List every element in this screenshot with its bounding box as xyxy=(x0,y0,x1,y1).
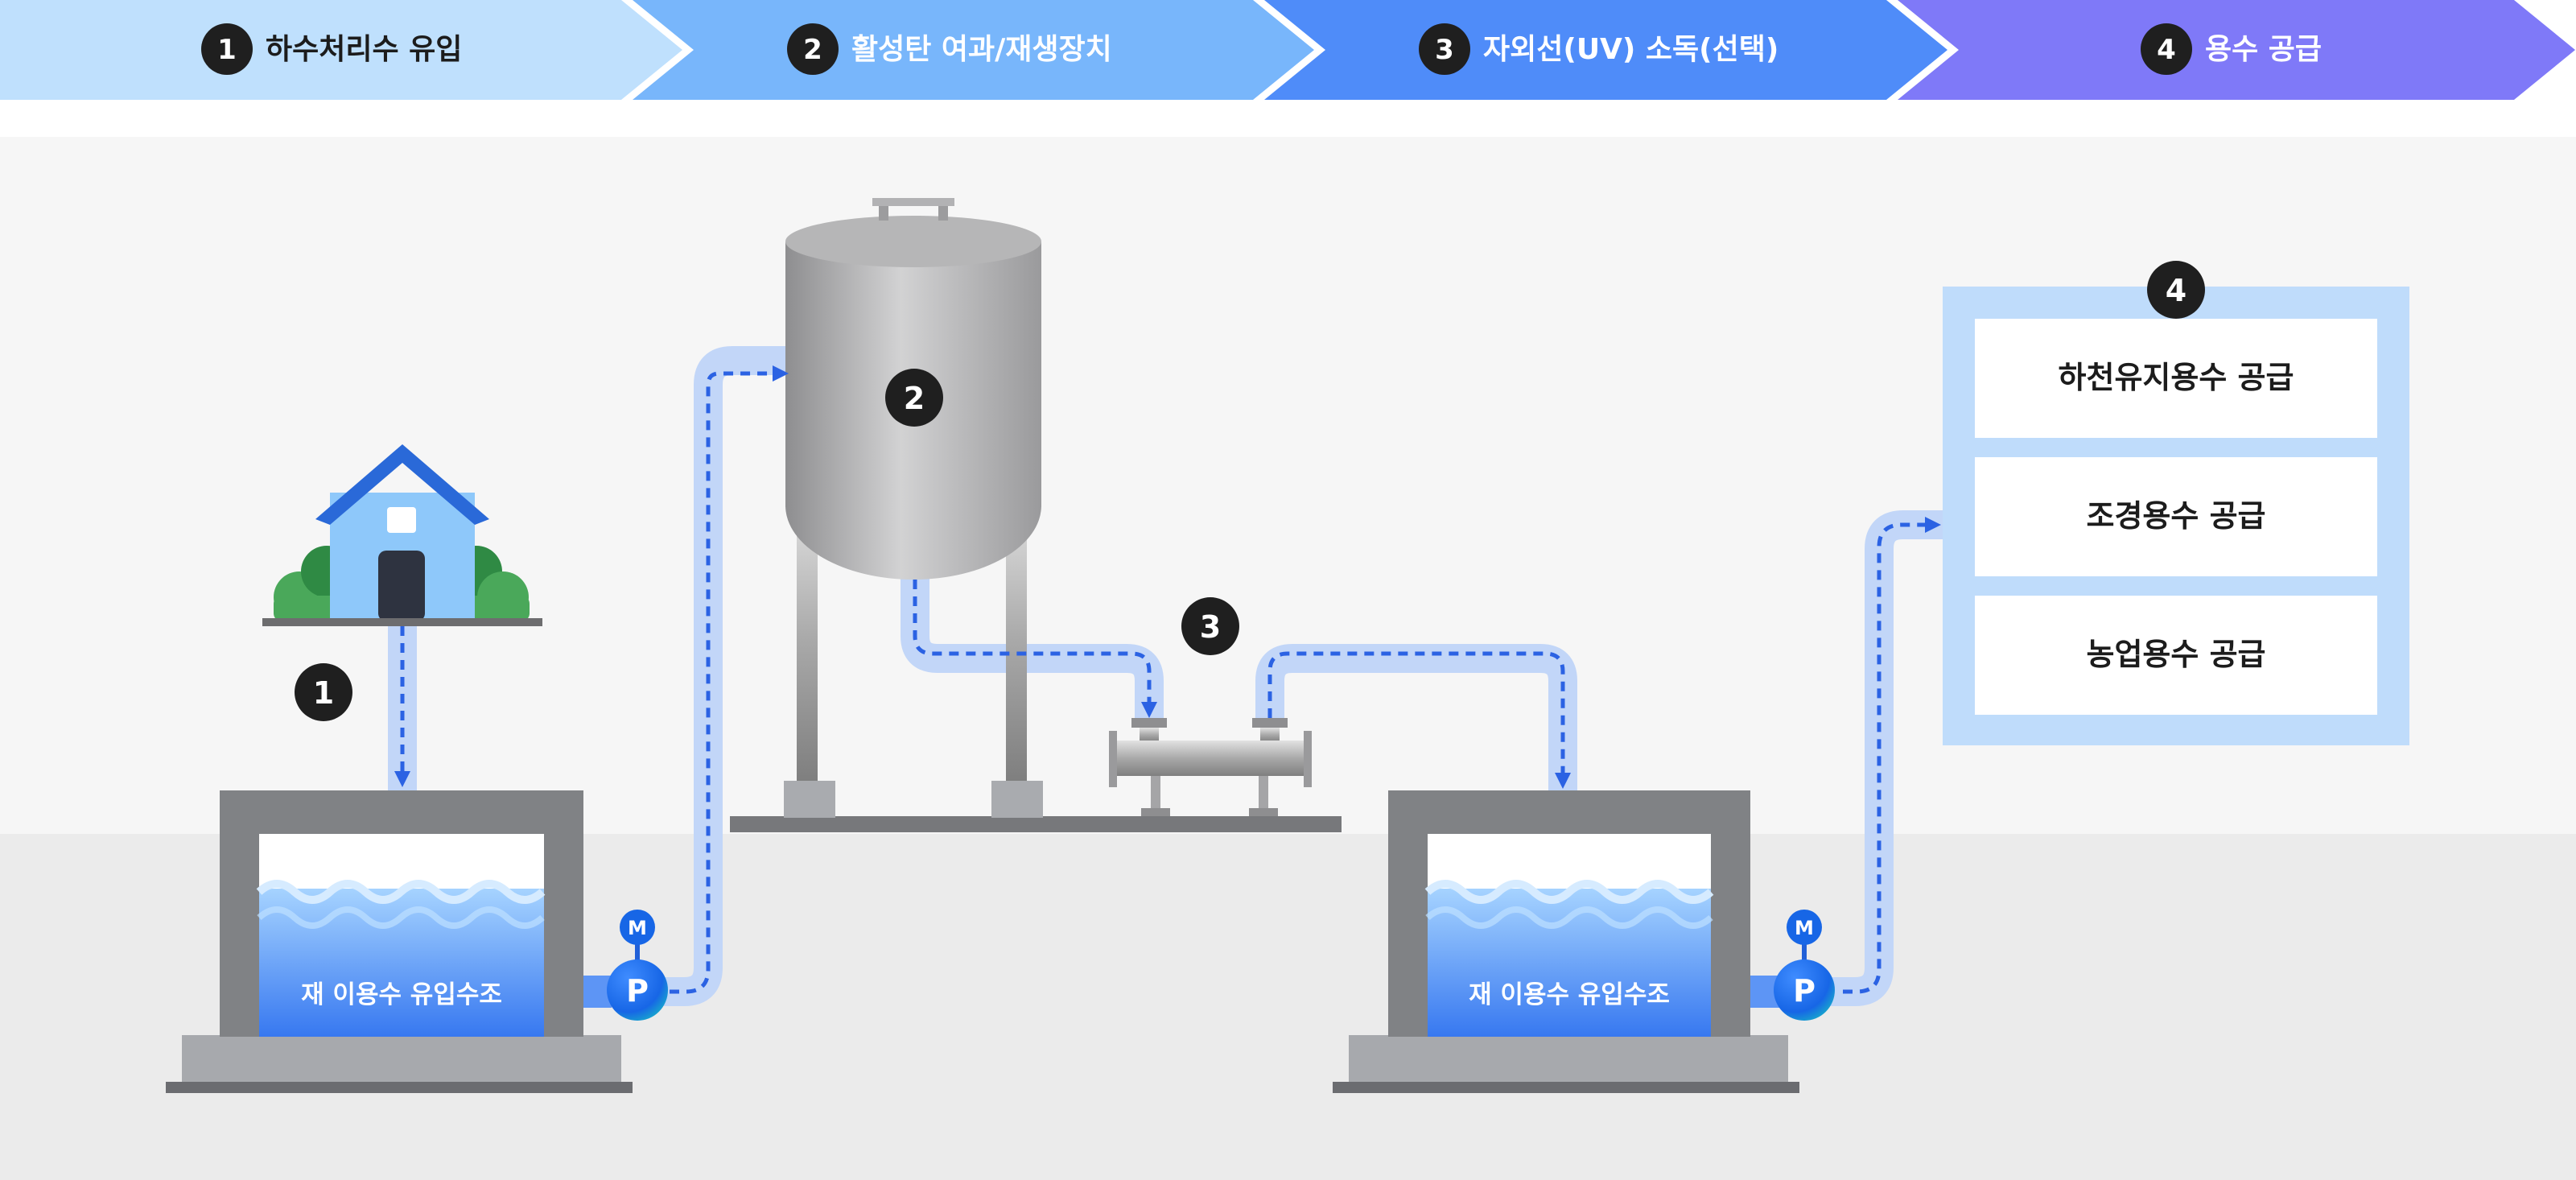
inflow-badge-number: 1 xyxy=(313,675,334,711)
step-4-chevron xyxy=(1898,0,2575,100)
process-step-4: 4 용수 공급 xyxy=(1898,0,2575,100)
uv-support-foot xyxy=(1141,808,1170,816)
uv-inlet-neck xyxy=(1140,728,1159,742)
pump-letter: P xyxy=(1793,973,1816,1009)
process-steps-banner: 1 하수처리수 유입 2 활성탄 여과/재생장치 3 자외선(UV) 소독(선택… xyxy=(0,0,2575,100)
right-water-tank: 재 이용수 유입수조 xyxy=(1333,790,1799,1093)
filter-top-rail xyxy=(872,198,954,206)
step-4-badge xyxy=(2141,23,2192,75)
inflow-badge xyxy=(295,663,352,721)
tank-base-bottom xyxy=(1333,1082,1799,1093)
uv-disinfection-unit xyxy=(1109,718,1312,816)
supply-item-box xyxy=(1975,596,2377,715)
tank-base-bottom xyxy=(166,1082,633,1093)
motor-letter: M xyxy=(1795,917,1814,939)
filter-base-plate xyxy=(730,816,1342,832)
step-2-number: 2 xyxy=(803,34,822,66)
flow-pump-to-supply xyxy=(1843,517,1941,994)
uv-outlet-neck xyxy=(1260,728,1280,742)
water-wave xyxy=(257,906,545,929)
supply-item-landscape: 조경용수 공급 xyxy=(2087,498,2266,534)
water-wave xyxy=(1425,906,1713,929)
motor-icon xyxy=(1787,910,1822,945)
uv-outlet-flange xyxy=(1252,718,1288,728)
filter-top-pipe xyxy=(938,203,948,221)
process-step-2: 2 활성탄 여과/재생장치 xyxy=(633,0,1314,100)
uv-end-cap xyxy=(1304,731,1312,787)
step-2-badge xyxy=(787,23,839,75)
step-3-label: 자외선(UV) 소독(선택) xyxy=(1483,33,1778,66)
step-2-chevron xyxy=(633,0,1314,100)
carbon-filter-vessel xyxy=(730,198,1342,832)
flow-filter-to-uv xyxy=(913,580,1157,718)
filter-top xyxy=(785,216,1041,267)
step-1-number: 1 xyxy=(217,34,237,66)
process-step-1: 1 하수처리수 유입 xyxy=(0,0,682,100)
step-4-label: 용수 공급 xyxy=(2205,33,2322,66)
left-tank-label: 재 이용수 유입수조 xyxy=(301,980,502,1009)
water-wave xyxy=(1424,880,1714,904)
pump-icon xyxy=(607,959,668,1021)
uv-inlet-flange xyxy=(1131,718,1167,728)
flow-lines xyxy=(394,365,1941,994)
filter-badge xyxy=(885,369,943,427)
uv-body xyxy=(1111,741,1309,776)
pump-letter: P xyxy=(626,973,649,1009)
step-3-badge xyxy=(1419,23,1470,75)
right-tank-label: 재 이용수 유입수조 xyxy=(1469,980,1670,1009)
filter-foot xyxy=(784,781,835,818)
house-ground xyxy=(262,618,542,626)
uv-support xyxy=(1151,776,1160,811)
filter-badge-number: 2 xyxy=(904,381,925,416)
step-4-number: 4 xyxy=(2157,34,2176,66)
supply-item-box xyxy=(1975,319,2377,438)
flow-pump-to-filter xyxy=(670,365,789,994)
step-2-label: 활성탄 여과/재생장치 xyxy=(851,33,1112,66)
supply-panel: 하천유지용수 공급 조경용수 공급 농업용수 공급 xyxy=(1943,287,2409,745)
diagram-badges: 1 2 3 4 xyxy=(295,261,2205,721)
house-door xyxy=(378,551,425,621)
pump-icon xyxy=(1774,959,1835,1021)
step-3-chevron xyxy=(1264,0,1947,100)
supply-badge-number: 4 xyxy=(2166,273,2187,308)
flow-uv-to-right-tank xyxy=(1267,651,1571,789)
step-1-badge xyxy=(201,23,253,75)
step-1-label: 하수처리수 유입 xyxy=(266,33,462,66)
uv-support-foot xyxy=(1249,808,1278,816)
water-wave xyxy=(256,880,546,904)
uv-badge xyxy=(1181,597,1239,655)
house-roof xyxy=(315,444,489,525)
step-3-number: 3 xyxy=(1435,34,1454,66)
supply-item-river: 하천유지용수 공급 xyxy=(2059,360,2294,395)
filter-top-pipe xyxy=(879,203,888,221)
filter-bottom xyxy=(785,431,1041,580)
left-pump: M P xyxy=(607,910,668,1021)
uv-badge-number: 3 xyxy=(1200,609,1221,645)
supply-item-box xyxy=(1975,457,2377,576)
house xyxy=(262,444,542,626)
tank-base xyxy=(1349,1035,1788,1085)
step-1-chevron xyxy=(0,0,682,100)
supply-item-agriculture: 농업용수 공급 xyxy=(2087,637,2266,672)
house-window xyxy=(387,507,416,533)
process-step-3: 3 자외선(UV) 소독(선택) xyxy=(1264,0,1947,100)
motor-letter: M xyxy=(628,917,647,939)
tank-base xyxy=(182,1035,621,1085)
filter-foot xyxy=(991,781,1043,818)
right-pump: M P xyxy=(1774,910,1835,1021)
left-water-tank: 재 이용수 유입수조 xyxy=(166,790,633,1093)
motor-icon xyxy=(620,910,655,945)
supply-badge xyxy=(2147,261,2205,319)
uv-support xyxy=(1259,776,1268,811)
uv-end-cap xyxy=(1109,731,1117,787)
